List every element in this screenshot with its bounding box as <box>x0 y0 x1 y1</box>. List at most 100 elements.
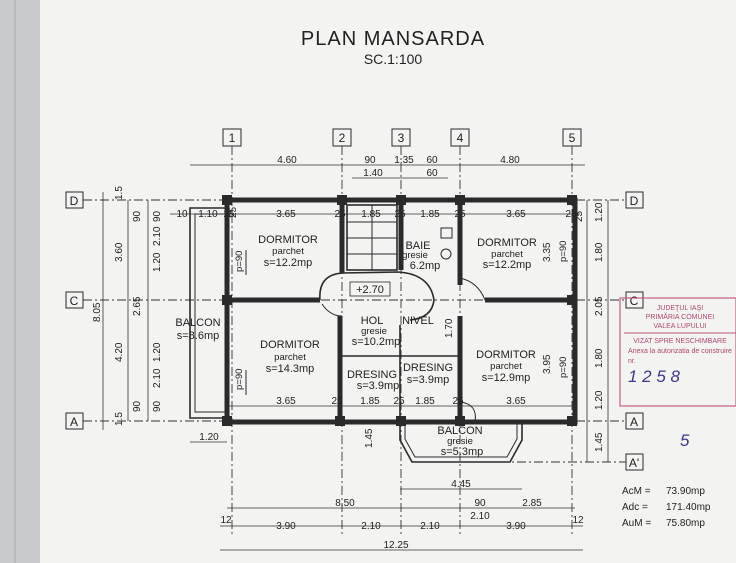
svg-text:parchet: parchet <box>490 361 522 372</box>
inner-bottom-dimension-chain: 3.65 25 1.85 25 1.85 25 3.65 <box>227 396 575 407</box>
svg-text:2.65: 2.65 <box>132 296 143 316</box>
room-name: BAIE <box>405 240 430 252</box>
axis-C-left: C <box>70 294 79 308</box>
svg-text:25: 25 <box>228 206 239 218</box>
svg-text:1.45: 1.45 <box>594 432 605 452</box>
svg-text:4.20: 4.20 <box>114 342 125 362</box>
svg-text:2.10: 2.10 <box>420 521 440 532</box>
svg-text:25: 25 <box>331 396 343 407</box>
axis-markers-side: D C A D C A A' <box>65 191 644 471</box>
svg-text:1.80: 1.80 <box>594 348 605 368</box>
svg-text:2.10: 2.10 <box>152 226 163 246</box>
svg-text:s=3.9mp: s=3.9mp <box>357 380 400 392</box>
svg-text:s=14.3mp: s=14.3mp <box>266 363 315 375</box>
axis-2: 2 <box>339 131 346 145</box>
svg-text:p=90: p=90 <box>558 357 569 378</box>
svg-text:3.35: 3.35 <box>542 242 553 262</box>
svg-text:1.20: 1.20 <box>199 432 219 443</box>
axis-4: 4 <box>457 131 464 145</box>
room-name: DRESING <box>403 362 453 374</box>
svg-text:nr.: nr. <box>628 358 636 365</box>
svg-text:75.80mp: 75.80mp <box>666 518 705 529</box>
svg-text:VALEA LUPULUI: VALEA LUPULUI <box>653 323 706 330</box>
room-name: DORMITOR <box>477 237 537 249</box>
axis-1: 1 <box>229 131 236 145</box>
svg-text:60: 60 <box>426 155 438 166</box>
svg-text:gresie: gresie <box>402 250 428 261</box>
svg-text:1.35: 1.35 <box>394 155 414 166</box>
svg-text:gresie: gresie <box>447 436 473 447</box>
svg-text:3.90: 3.90 <box>506 521 526 532</box>
svg-text:5: 5 <box>680 431 690 450</box>
svg-text:gresie: gresie <box>361 326 387 337</box>
axis-A-left: A <box>70 415 78 429</box>
paper-sheet <box>40 0 736 563</box>
approval-stamp: JUDEŢUL IAŞI PRIMĂRIA COMUNEI VALEA LUPU… <box>619 297 736 450</box>
svg-text:90: 90 <box>474 498 486 509</box>
svg-text:8.05: 8.05 <box>92 302 103 322</box>
top-dimension-chain: 4.60 90 1.35 60 4.80 1.40 60 <box>190 155 585 179</box>
svg-text:90: 90 <box>132 210 143 222</box>
svg-text:3.90: 3.90 <box>276 521 296 532</box>
svg-text:60: 60 <box>426 168 438 179</box>
svg-text:2.10: 2.10 <box>361 521 381 532</box>
room-name: NIVEL <box>402 315 434 327</box>
room-name: DORMITOR <box>476 349 536 361</box>
svg-text:10: 10 <box>176 209 188 220</box>
svg-text:s=8.6mp: s=8.6mp <box>177 330 220 342</box>
room-name: DORMITOR <box>258 234 318 246</box>
svg-text:s=10.2mp: s=10.2mp <box>352 336 401 348</box>
level-mark: +2.70 <box>349 281 391 297</box>
svg-text:12.25: 12.25 <box>383 540 408 551</box>
svg-text:90: 90 <box>364 155 376 166</box>
svg-text:4.80: 4.80 <box>500 155 520 166</box>
room-name: DORMITOR <box>260 339 320 351</box>
svg-text:73.90mp: 73.90mp <box>666 486 705 497</box>
svg-text:1.20: 1.20 <box>152 252 163 272</box>
svg-text:4.60: 4.60 <box>277 155 297 166</box>
svg-text:3.65: 3.65 <box>506 396 526 407</box>
door-tags: p=90 p=90 p=90 p=90 <box>234 241 569 390</box>
axis-A-right: A <box>630 415 638 429</box>
svg-text:PRIMĂRIA COMUNEI: PRIMĂRIA COMUNEI <box>646 312 715 321</box>
axis-Aprime-right: A' <box>629 456 639 470</box>
svg-text:3.65: 3.65 <box>276 209 296 220</box>
svg-text:90: 90 <box>152 210 163 222</box>
room-name: DRESING <box>347 369 397 381</box>
svg-text:1.85: 1.85 <box>361 209 381 220</box>
axis-3: 3 <box>398 131 405 145</box>
svg-text:s=12.2mp: s=12.2mp <box>483 259 532 271</box>
sheet-edge <box>0 0 40 563</box>
svg-text:1.85: 1.85 <box>420 209 440 220</box>
room-name: HOL <box>361 315 384 327</box>
svg-text:25: 25 <box>574 210 585 222</box>
axis-5: 5 <box>569 131 576 145</box>
svg-text:Anexa la autorizatia de constr: Anexa la autorizatia de construire <box>628 348 732 355</box>
svg-text:s=12.2mp: s=12.2mp <box>264 257 313 269</box>
svg-text:171.40mp: 171.40mp <box>666 502 711 513</box>
svg-text:90: 90 <box>132 400 143 412</box>
plan-title: PLAN MANSARDA <box>301 28 485 50</box>
svg-text:3.65: 3.65 <box>276 396 296 407</box>
svg-text:1.40: 1.40 <box>363 168 383 179</box>
svg-text:25: 25 <box>565 209 577 220</box>
svg-text:3.95: 3.95 <box>542 354 553 374</box>
svg-text:12: 12 <box>572 515 584 526</box>
svg-text:1.20: 1.20 <box>152 342 163 362</box>
svg-text:2.10: 2.10 <box>470 511 490 522</box>
svg-text:Adc =: Adc = <box>622 502 648 513</box>
svg-text:2.10: 2.10 <box>152 368 163 388</box>
svg-text:1.85: 1.85 <box>415 396 435 407</box>
svg-text:2.85: 2.85 <box>522 498 542 509</box>
axis-D-left: D <box>70 194 79 208</box>
svg-text:s=12.9mp: s=12.9mp <box>482 372 531 384</box>
svg-text:AcM =: AcM = <box>622 486 651 497</box>
svg-text:1.5: 1.5 <box>114 412 125 426</box>
svg-text:+2.70: +2.70 <box>356 284 384 296</box>
svg-text:3.65: 3.65 <box>506 209 526 220</box>
svg-text:1.45: 1.45 <box>364 428 375 448</box>
svg-text:p=90: p=90 <box>234 251 245 272</box>
svg-text:8.50: 8.50 <box>335 498 355 509</box>
bottom-dimension-chains: 1.20 1.45 4.45 8.50 90 2.85 2.10 12 3.90… <box>190 428 584 551</box>
